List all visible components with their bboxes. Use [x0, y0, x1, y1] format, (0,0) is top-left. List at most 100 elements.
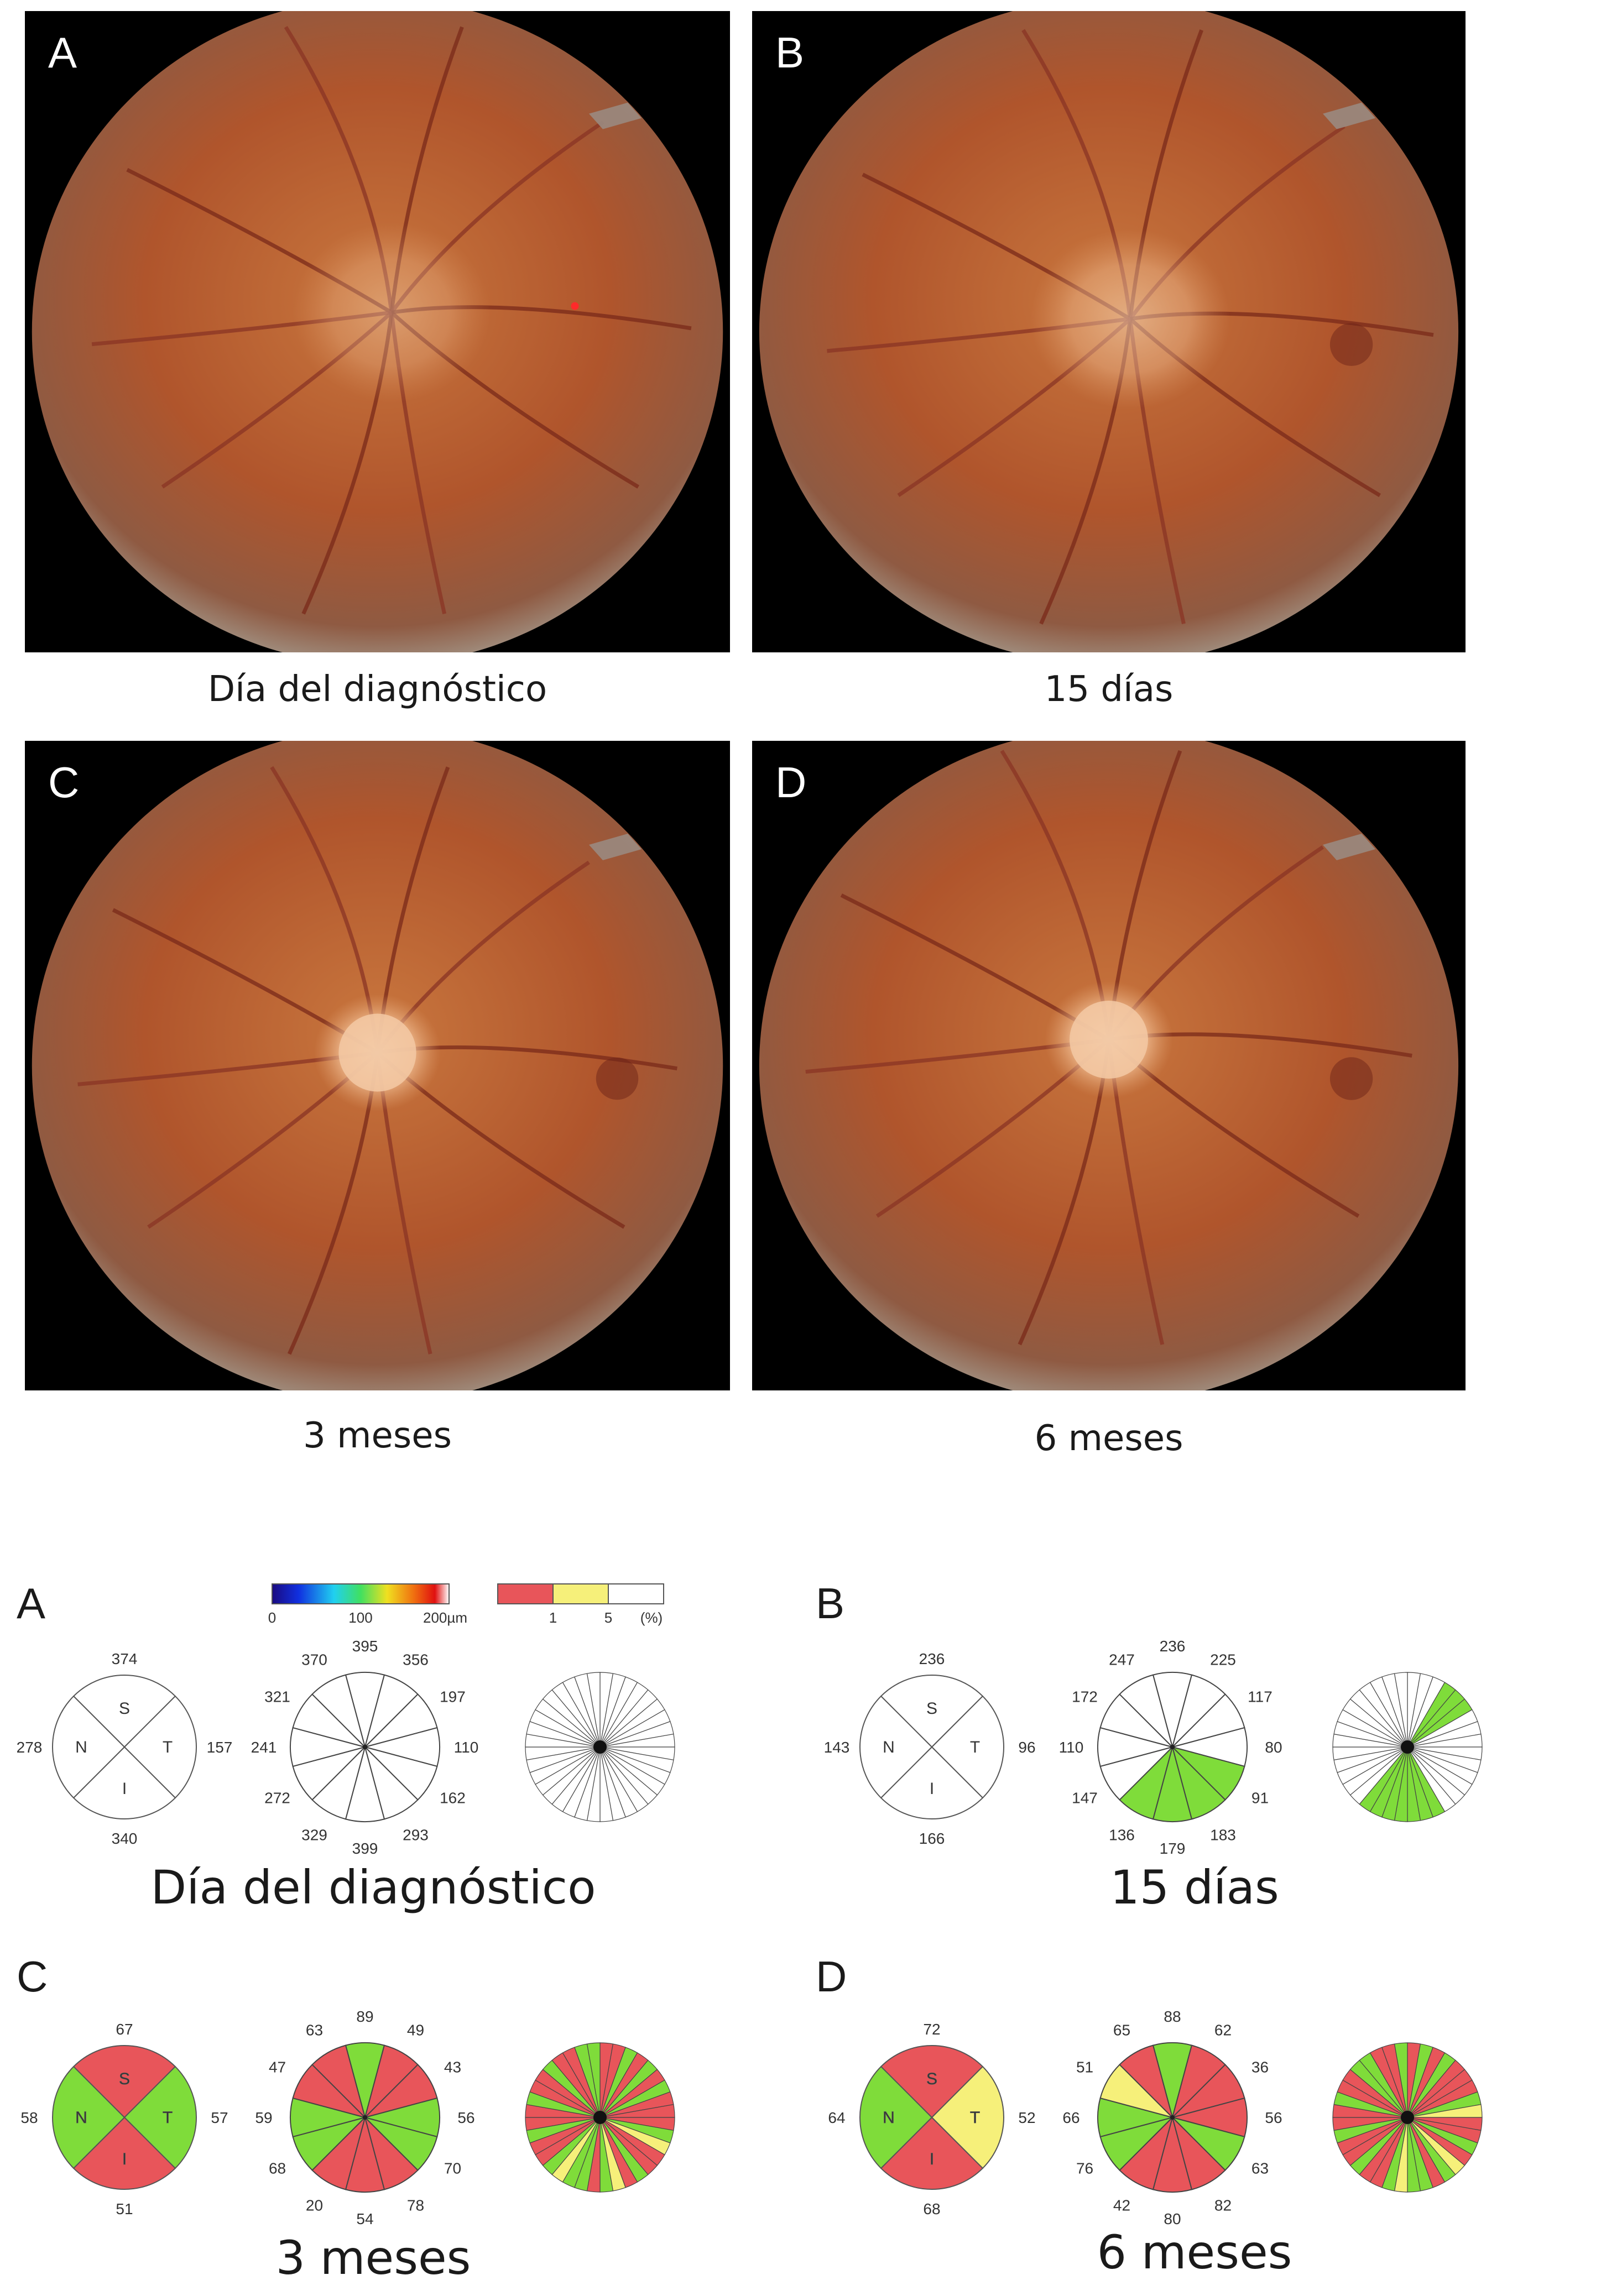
- clock-sector: [1119, 1674, 1174, 1749]
- clock-hour-value: 272: [264, 1790, 290, 1807]
- quadrant-label-n: N: [75, 2109, 87, 2127]
- clock-hour-value: 62: [1214, 2022, 1232, 2039]
- quadrant-label-s: S: [926, 1699, 937, 1718]
- clock-sector: [1119, 2044, 1174, 2120]
- fine-sector: [586, 1672, 601, 1748]
- quadrant-sector-n: [52, 1695, 126, 1799]
- quadrant-sector-n: [859, 1695, 933, 1799]
- clock-hour-value: 395: [352, 1638, 378, 1655]
- quadrant-label-i: I: [122, 2150, 127, 2168]
- clock-hour-value: 59: [255, 2109, 272, 2126]
- clock-hour-value: 241: [251, 1739, 277, 1756]
- fundus-photo-a: [25, 11, 730, 652]
- oct-panel-letter: D: [816, 1952, 847, 2001]
- fundus-caption-a: Día del diagnóstico: [207, 669, 547, 710]
- quadrant-sector-i: [880, 2116, 984, 2190]
- oct-caption-b: 15 días: [1110, 1860, 1279, 1915]
- quadrant-label-i: I: [930, 1780, 934, 1798]
- clock-hour-value: 68: [269, 2160, 286, 2177]
- fundus-photo-c: [25, 741, 730, 1390]
- fundus-photo-b: [752, 11, 1466, 652]
- fundus-panel-letter: A: [48, 28, 77, 77]
- quadrant-label-i: I: [930, 2150, 934, 2168]
- clock-hour-value: 80: [1164, 2210, 1181, 2227]
- quadrant-value-i: 51: [116, 2200, 133, 2217]
- fine-sector: [1394, 2042, 1408, 2118]
- quadrant-value-n: 143: [824, 1739, 850, 1756]
- retina-image: [759, 741, 1459, 1390]
- quadrant-value-n: 64: [828, 2109, 845, 2126]
- clock-hour-value: 78: [407, 2196, 424, 2214]
- clock-hour-value: 42: [1113, 2196, 1130, 2214]
- oct-panel-a: STIN374157340278395356197110162293399329…: [17, 1638, 675, 1857]
- legend-percent-unit: (%): [640, 1609, 663, 1626]
- quadrant-sector-t: [123, 2065, 197, 2169]
- clock-hour-value: 49: [407, 2022, 424, 2039]
- quadrant-value-s: 236: [919, 1650, 945, 1667]
- thickness-gradient-bar: [272, 1583, 450, 1604]
- fundus-panel-letter: B: [775, 28, 805, 77]
- quadrant-label-i: I: [122, 1780, 127, 1798]
- fundus-caption-c: 3 meses: [303, 1415, 452, 1456]
- quadrant-sector-n: [52, 2065, 126, 2169]
- quadrant-value-i: 166: [919, 1830, 945, 1847]
- quadrant-sector-s: [72, 2045, 176, 2119]
- quadrant-sector-t: [931, 2065, 1004, 2169]
- fundus-panel-letter: D: [775, 758, 807, 807]
- quadrant-label-n: N: [883, 1738, 895, 1756]
- quadrant-label-s: S: [119, 2070, 130, 2088]
- clock-hour-value: 117: [1248, 1688, 1273, 1706]
- oct-caption-a: Día del diagnóstico: [150, 1860, 596, 1915]
- quadrant-value-s: 72: [923, 2021, 940, 2038]
- clock-hour-value: 225: [1210, 1651, 1236, 1669]
- clock-hour-value: 65: [1113, 2022, 1130, 2039]
- clock-hour-value: 179: [1160, 1840, 1186, 1857]
- clock-sector: [311, 1674, 366, 1749]
- clock-hour-value: 43: [444, 2059, 461, 2076]
- quadrant-value-t: 96: [1018, 1739, 1035, 1756]
- legend-tick-0: 0: [268, 1609, 276, 1626]
- clock-hour-value: 56: [1265, 2109, 1282, 2126]
- clock-hour-value: 370: [301, 1651, 327, 1669]
- clock-hour-value: 47: [269, 2059, 286, 2076]
- percent-yellow-swatch: [552, 1583, 609, 1604]
- clock-hour-value: 80: [1265, 1739, 1282, 1756]
- legend-tick-200: 200µm: [423, 1609, 467, 1626]
- clock-hour-value: 147: [1072, 1790, 1098, 1807]
- clock-hour-value: 82: [1214, 2196, 1232, 2214]
- quadrant-label-n: N: [883, 2109, 895, 2127]
- quadrant-value-t: 157: [207, 1739, 233, 1756]
- clock-hour-value: 91: [1251, 1790, 1269, 1807]
- clock-hour-value: 236: [1160, 1638, 1186, 1655]
- quadrant-sector-i: [72, 2116, 176, 2190]
- quadrant-value-t: 52: [1018, 2109, 1035, 2126]
- clock-hour-value: 399: [352, 1840, 378, 1857]
- legend-percent-1: 1: [549, 1609, 557, 1626]
- fine-sector: [1394, 1672, 1408, 1748]
- fundus-panel-letter: C: [48, 758, 80, 807]
- oct-caption-d: 6 meses: [1097, 2225, 1292, 2279]
- clock-sector: [311, 2044, 366, 2120]
- quadrant-value-s: 374: [112, 1650, 138, 1667]
- retina-image: [759, 11, 1459, 652]
- clock-hour-value: 54: [356, 2210, 373, 2227]
- clock-hour-value: 110: [1059, 1739, 1084, 1756]
- quadrant-value-s: 67: [116, 2021, 133, 2038]
- quadrant-label-s: S: [926, 2070, 937, 2088]
- quadrant-sector-i: [880, 1746, 984, 1819]
- clock-hour-value: 136: [1109, 1826, 1135, 1843]
- clock-hour-value: 36: [1251, 2059, 1269, 2076]
- clock-hour-value: 89: [356, 2008, 373, 2025]
- quadrant-label-t: T: [163, 1738, 173, 1756]
- clock-hour-value: 356: [403, 1651, 429, 1669]
- fundus-caption-b: 15 días: [1044, 669, 1174, 710]
- clock-hour-value: 321: [264, 1688, 290, 1706]
- oct-panel-letter: B: [816, 1579, 845, 1628]
- quadrant-value-i: 68: [923, 2200, 940, 2217]
- clock-hour-value: 66: [1062, 2109, 1079, 2126]
- legend-percent-5: 5: [604, 1609, 612, 1626]
- clock-hour-value: 183: [1210, 1826, 1236, 1843]
- quadrant-value-t: 57: [211, 2109, 228, 2126]
